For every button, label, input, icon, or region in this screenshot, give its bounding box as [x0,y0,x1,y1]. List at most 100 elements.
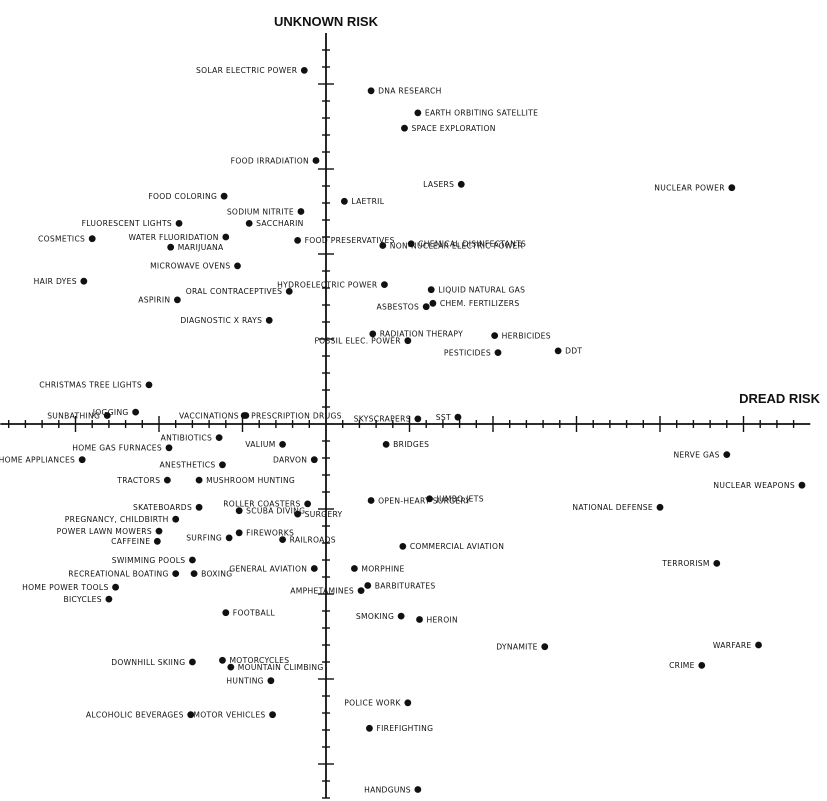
point-label: MARIJUANA [178,243,224,252]
point-marker [312,157,320,164]
point-marker [78,456,86,464]
point-marker [240,412,248,419]
point-marker [379,242,387,249]
point-marker [426,495,433,503]
point-marker [172,515,180,523]
point-label: MORPHINE [361,564,404,573]
data-point: FOOD COLORING [148,192,228,201]
point-label: DARVON [273,456,307,465]
point-label: HOME GAS FURNACES [72,444,162,453]
data-point: JOGGING [92,408,140,417]
data-point: POLICE WORK [344,699,412,708]
data-point: SURFING [186,534,233,543]
data-point: CHEM. FERTILIZERS [429,299,519,308]
point-label: SURFING [186,534,222,543]
point-marker [285,288,293,295]
point-marker [225,534,233,542]
point-marker [698,662,706,669]
point-marker [88,235,96,243]
point-marker [404,337,412,345]
point-marker [310,456,318,464]
data-point: LIQUID NATURAL GAS [427,286,525,295]
point-label: ASBESTOS [377,303,420,312]
point-marker [189,556,196,564]
data-point: ORAL CONTRACEPTIVES [186,287,293,296]
data-point: ANESTHETICS [160,461,226,470]
data-point: DIAGNOSTIC X RAYS [180,316,273,325]
point-marker [297,208,305,215]
data-point: HANDGUNS [364,785,422,794]
point-marker [167,243,175,251]
data-point: LAETRIL [340,197,384,206]
point-marker [172,570,180,577]
point-label: HOME APPLIANCES [0,456,75,465]
point-label: NON-NUCLEAR ELECTRIC POWER [390,241,524,250]
data-point: RADIATION THERAPY [369,330,463,339]
point-marker [300,67,308,74]
data-point: FOOD IRRADIATION [231,156,320,165]
data-point: ASBESTOS [377,303,430,312]
data-point: ASPIRIN [138,296,181,305]
point-marker [366,724,373,732]
point-marker [222,609,230,617]
point-label: RAILROADS [290,535,336,544]
point-label: SODIUM NITRITE [227,207,294,216]
point-marker [267,677,275,685]
point-marker [279,536,286,543]
data-point: WARFARE [713,641,762,650]
data-point: HUNTING [226,677,275,686]
point-label: ALCOHOLIC BEVERAGES [86,711,184,720]
point-marker [219,656,226,664]
data-point: FOSSIL ELEC. POWER [314,337,412,346]
point-label: SACCHARIN [256,219,303,228]
data-point: FOOD PRESERVATIVES [294,236,395,245]
point-marker [407,240,415,248]
point-label: AMPHETAMINES [290,586,354,595]
point-label: DYNAMITE [496,643,538,652]
point-label: POWER LAWN MOWERS [57,527,152,536]
point-marker [656,503,664,511]
data-point: RAILROADS [279,535,336,544]
data-point: FIREWORKS [235,529,294,538]
data-point: POWER LAWN MOWERS [57,527,163,536]
point-label: LASERS [423,180,454,189]
data-point: COMMERCIAL AVIATION [399,542,504,551]
point-marker [350,565,358,572]
point-label: FIREWORKS [246,529,294,538]
data-point: HOME GAS FURNACES [72,444,173,453]
point-label: BRIDGES [393,440,429,449]
point-label: JOGGING [92,408,129,417]
point-label: FOOD PRESERVATIVES [305,236,395,245]
point-label: CHEM. FERTILIZERS [440,299,520,308]
data-point: MUSHROOM HUNTING [195,476,295,485]
point-marker [367,87,375,95]
point-label: SST [436,413,451,422]
data-point: RECREATIONAL BOATING [68,569,180,578]
point-label: HEROIN [427,615,458,624]
point-marker [723,451,731,458]
point-label: MUSHROOM HUNTING [206,476,295,485]
point-marker [369,330,377,338]
data-point: DYNAMITE [496,643,549,652]
point-label: CAFFEINE [111,537,150,546]
point-marker [364,582,372,589]
point-marker [294,510,302,518]
point-label: FLUORESCENT LIGHTS [82,219,172,228]
point-label: JUMBO JETS [436,495,484,504]
point-label: WARFARE [713,641,752,650]
data-point: TERRORISM [661,559,721,568]
point-marker [491,332,499,339]
point-label: DOWNHILL SKIING [111,658,185,667]
point-marker [190,570,198,577]
point-label: ORAL CONTRACEPTIVES [186,287,282,296]
data-point: SMOKING [356,612,405,621]
data-point: COSMETICS [38,235,96,244]
point-marker [357,587,365,594]
data-point: CHEMICAL DISINFECTANTS [407,240,526,249]
point-label: SKATEBOARDS [133,503,192,512]
data-point: SWIMMING POOLS [112,556,196,565]
point-label: DDT [565,347,582,356]
data-point: NATIONAL DEFENSE [572,503,664,512]
point-marker [103,412,111,419]
data-point: CAFFEINE [111,537,161,546]
